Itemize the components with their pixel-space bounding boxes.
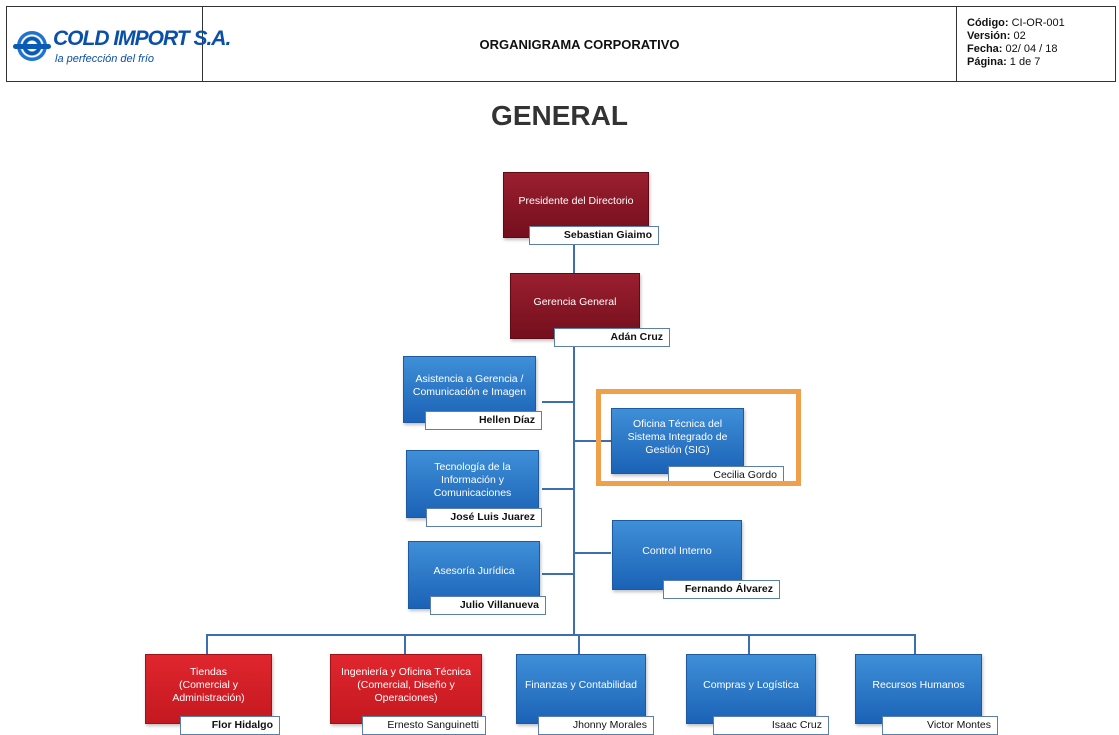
meta-version: Versión: 02: [967, 30, 1026, 42]
role-gerencia-general: Gerencia General: [533, 295, 617, 308]
role-control-interno: Control Interno: [642, 544, 712, 557]
connector-compras: [748, 634, 750, 654]
doc-meta: Código: CI-OR-001 Versión: 02 Fecha: 02/…: [957, 7, 1115, 81]
box-tecnologia: Tecnología de la Información y Comunicac…: [406, 450, 539, 518]
role-compras: Compras y Logística: [703, 678, 799, 691]
name-finanzas: Jhonny Morales: [538, 716, 654, 735]
connector-control: [575, 552, 611, 554]
meta-code: Código: CI-OR-001: [967, 17, 1065, 29]
connector-main-vertical: [573, 238, 575, 636]
name-presidente: Sebastian Giaimo: [529, 226, 659, 245]
name-asesoria: Julio Villanueva: [430, 596, 546, 615]
name-ingenieria: Ernesto Sanguinetti: [362, 716, 486, 735]
role-finanzas: Finanzas y Contabilidad: [524, 678, 638, 691]
page-title: GENERAL: [491, 100, 628, 131]
name-tiendas: Flor Hidalgo: [180, 716, 280, 735]
role-tecnologia: Tecnología de la Información y Comunicac…: [433, 460, 512, 499]
company-name: COLD IMPORT S.A.: [53, 27, 231, 50]
company-logo-icon: [13, 31, 51, 61]
document-header: COLD IMPORT S.A. la perfección del frío …: [6, 6, 1116, 82]
doc-title: ORGANIGRAMA CORPORATIVO: [479, 36, 680, 52]
connector-asesoria: [542, 573, 575, 575]
box-rrhh: Recursos Humanos: [855, 654, 982, 724]
box-tiendas: Tiendas (Comercial y Administración): [145, 654, 272, 724]
connector-tiendas: [206, 634, 208, 654]
name-asistencia: Hellen Díaz: [425, 411, 542, 430]
logo-cell: COLD IMPORT S.A. la perfección del frío: [7, 7, 231, 81]
meta-page: Página: 1 de 7: [967, 56, 1041, 68]
doc-title-cell: ORGANIGRAMA CORPORATIVO: [203, 7, 957, 81]
box-compras: Compras y Logística: [686, 654, 816, 724]
name-rrhh: Victor Montes: [882, 716, 998, 735]
connector-asistencia: [542, 401, 575, 403]
box-finanzas: Finanzas y Contabilidad: [516, 654, 646, 724]
connector-finanzas: [578, 634, 580, 654]
role-asesoria: Asesoría Jurídica: [433, 564, 515, 577]
box-oficina-sig: Oficina Técnica del Sistema Integrado de…: [611, 408, 744, 474]
role-oficina-sig: Oficina Técnica del Sistema Integrado de…: [627, 417, 728, 456]
connector-ingenieria: [404, 634, 406, 654]
connector-rrhh: [914, 634, 916, 654]
role-presidente: Presidente del Directorio: [518, 194, 634, 207]
name-gerencia-general: Adán Cruz: [554, 328, 670, 347]
company-tagline: la perfección del frío: [55, 53, 155, 65]
name-control-interno: Fernando Álvarez: [663, 580, 780, 599]
highlight-box: [596, 389, 801, 486]
connector-horizontal-bottom: [206, 634, 916, 636]
name-compras: Isaac Cruz: [713, 716, 829, 735]
role-asistencia: Asistencia a Gerencia / Comunicación e I…: [412, 372, 527, 398]
meta-date: Fecha: 02/ 04 / 18: [967, 43, 1058, 55]
role-tiendas: Tiendas (Comercial y Administración): [172, 665, 245, 704]
connector-tecnologia: [542, 488, 575, 490]
connector-sig: [575, 440, 611, 442]
role-ingenieria: Ingeniería y Oficina Técnica (Comercial,…: [341, 665, 471, 704]
role-rrhh: Recursos Humanos: [872, 678, 965, 691]
box-ingenieria: Ingeniería y Oficina Técnica (Comercial,…: [330, 654, 482, 724]
name-tecnologia: José Luis Juarez: [426, 508, 542, 527]
